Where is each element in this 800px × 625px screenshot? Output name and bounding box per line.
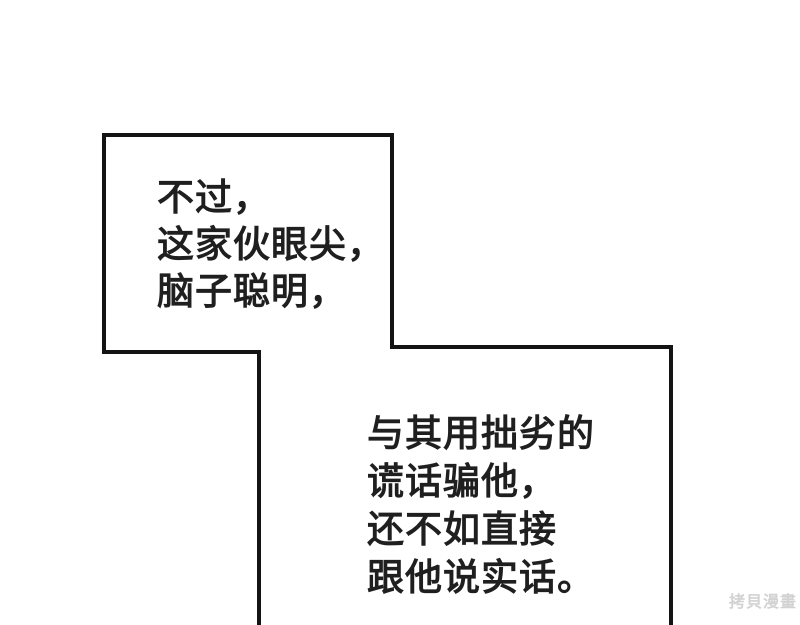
speech-box-outline-path [102, 133, 673, 625]
site-watermark: 拷貝漫畫 [729, 594, 798, 611]
speech-line: 还不如直接 [367, 509, 557, 550]
speech-line: 跟他说实话。 [367, 557, 595, 598]
speech-line: 谎话骗他， [367, 461, 557, 502]
speech-line: 脑子聪明， [157, 271, 347, 312]
speech-bubble-bottom-right-text: 与其用拙劣的 谎话骗他， 还不如直接 跟他说实话。 [367, 410, 595, 602]
speech-line: 这家伙眼尖， [157, 224, 385, 265]
speech-bubble-top-left-text: 不过， 这家伙眼尖， 脑子聪明， [157, 174, 385, 315]
speech-line: 与其用拙劣的 [367, 413, 595, 454]
speech-line: 不过， [157, 177, 271, 218]
